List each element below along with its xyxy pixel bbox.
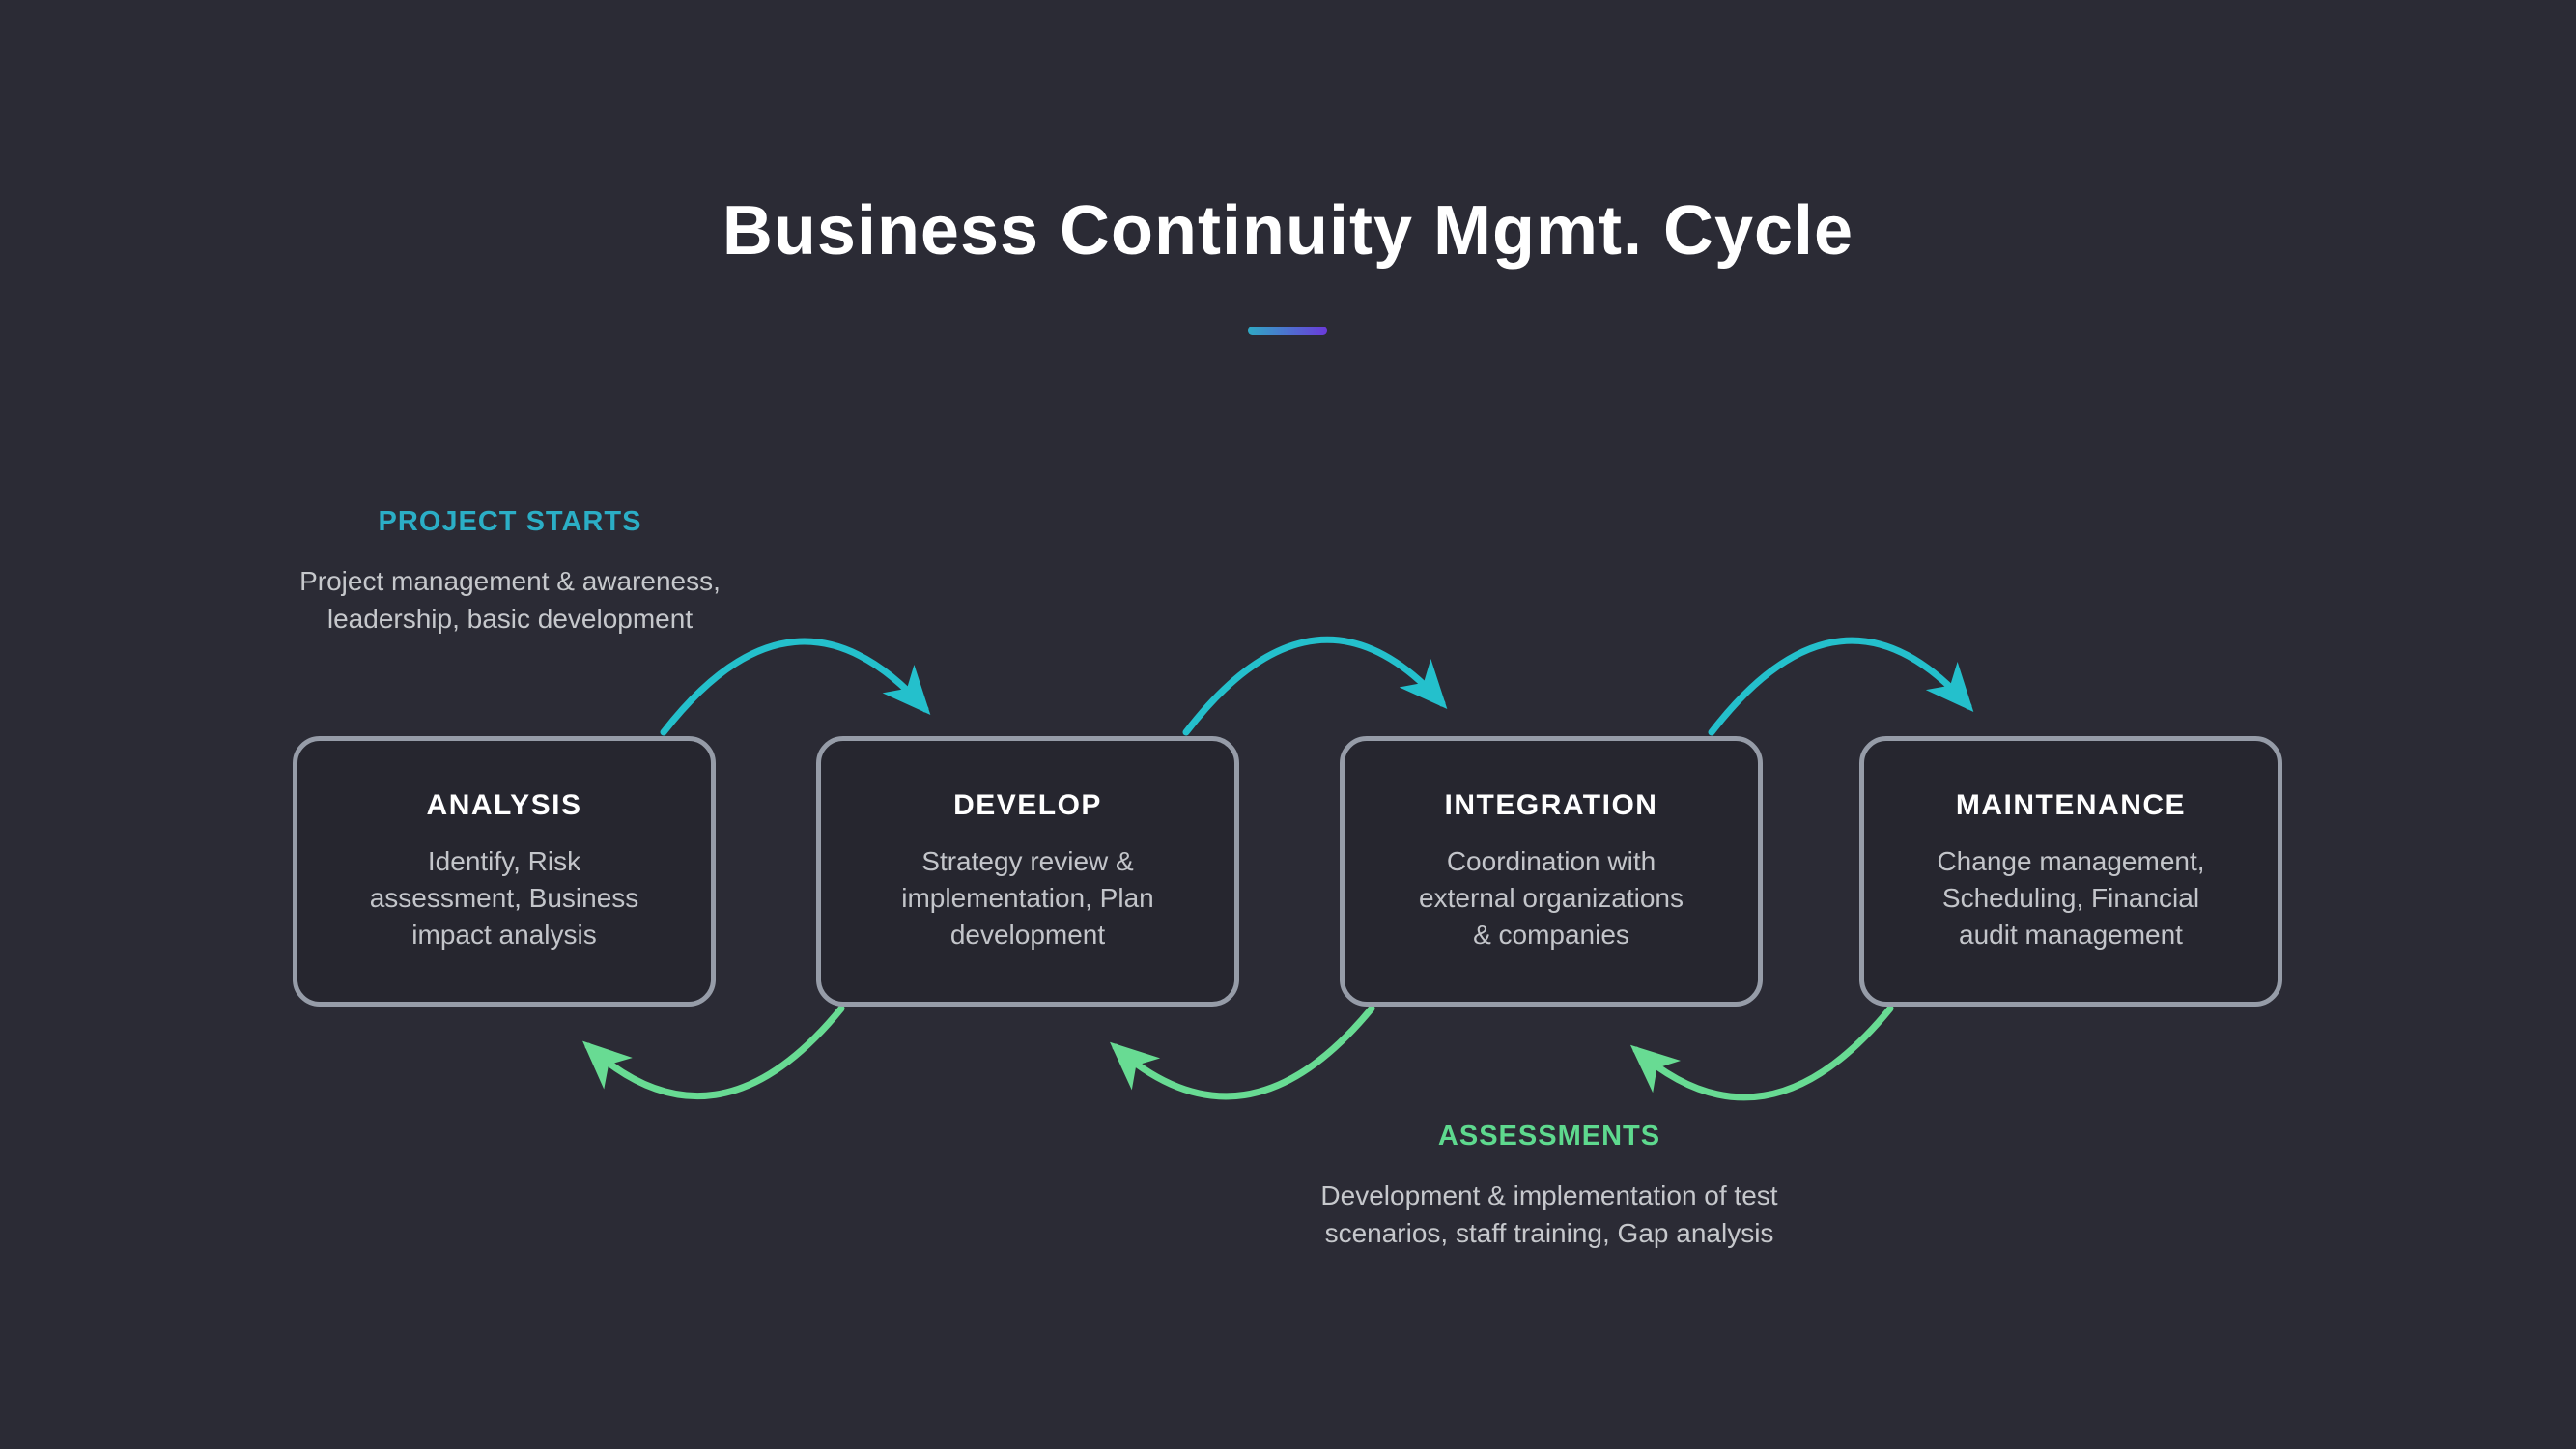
stage-description: Identify, Risk assessment, Business impa… — [297, 843, 711, 953]
page-title: Business Continuity Mgmt. Cycle — [722, 192, 1854, 270]
stage-line: external organizations — [1419, 883, 1684, 913]
arrow-return-integration-develop — [1110, 1005, 1375, 1100]
arrow-return-develop-analysis — [582, 1005, 845, 1100]
stage-title: ANALYSIS — [426, 789, 582, 821]
stage-line: development — [949, 920, 1106, 950]
stage-description: Change management, Scheduling, Financial… — [1864, 843, 2278, 953]
stage-description: Strategy review & implementation, Plan d… — [821, 843, 1234, 953]
arrow-return-maintenance-integration — [1629, 1005, 1894, 1101]
stage-description: Coordination with external organizations… — [1345, 843, 1758, 953]
stage-line: Identify, Risk — [427, 846, 581, 876]
assessments-label: ASSESSMENTS — [1437, 1121, 1661, 1151]
assessments-annotation: ASSESSMENTS Development & implementation… — [1240, 1121, 1858, 1252]
assessments-line: scenarios, staff training, Gap analysis — [1324, 1218, 1774, 1248]
stage-card-maintenance: MAINTENANCE Change management, Schedulin… — [1859, 736, 2282, 1007]
project-starts-label: PROJECT STARTS — [378, 506, 642, 537]
title-divider — [1248, 327, 1327, 335]
stage-line: assessment, Business — [369, 883, 639, 913]
stage-line: Coordination with — [1446, 846, 1656, 876]
stage-line: & companies — [1473, 920, 1629, 950]
stage-title: INTEGRATION — [1444, 789, 1658, 821]
stage-line: audit management — [1959, 920, 2183, 950]
stage-line: Change management, — [1937, 846, 2205, 876]
arrow-forward-integration-maintenance — [1708, 637, 1974, 736]
stage-card-analysis: ANALYSIS Identify, Risk assessment, Busi… — [293, 736, 716, 1007]
stage-line: impact analysis — [411, 920, 597, 950]
assessments-line: Development & implementation of test — [1320, 1180, 1778, 1210]
stage-card-integration: INTEGRATION Coordination with external o… — [1340, 736, 1763, 1007]
stage-card-develop: DEVELOP Strategy review & implementation… — [816, 736, 1239, 1007]
stage-title: MAINTENANCE — [1955, 789, 2187, 821]
project-starts-line: leadership, basic development — [326, 604, 694, 634]
arrow-forward-develop-integration — [1182, 636, 1448, 736]
project-starts-line: Project management & awareness, — [299, 566, 721, 596]
arrow-forward-analysis-develop — [660, 638, 931, 736]
stage-line: implementation, Plan — [901, 883, 1154, 913]
stage-line: Strategy review & — [921, 846, 1134, 876]
stage-line: Scheduling, Financial — [1941, 883, 2200, 913]
project-starts-annotation: PROJECT STARTS Project management & awar… — [201, 506, 819, 638]
stage-title: DEVELOP — [953, 789, 1102, 821]
